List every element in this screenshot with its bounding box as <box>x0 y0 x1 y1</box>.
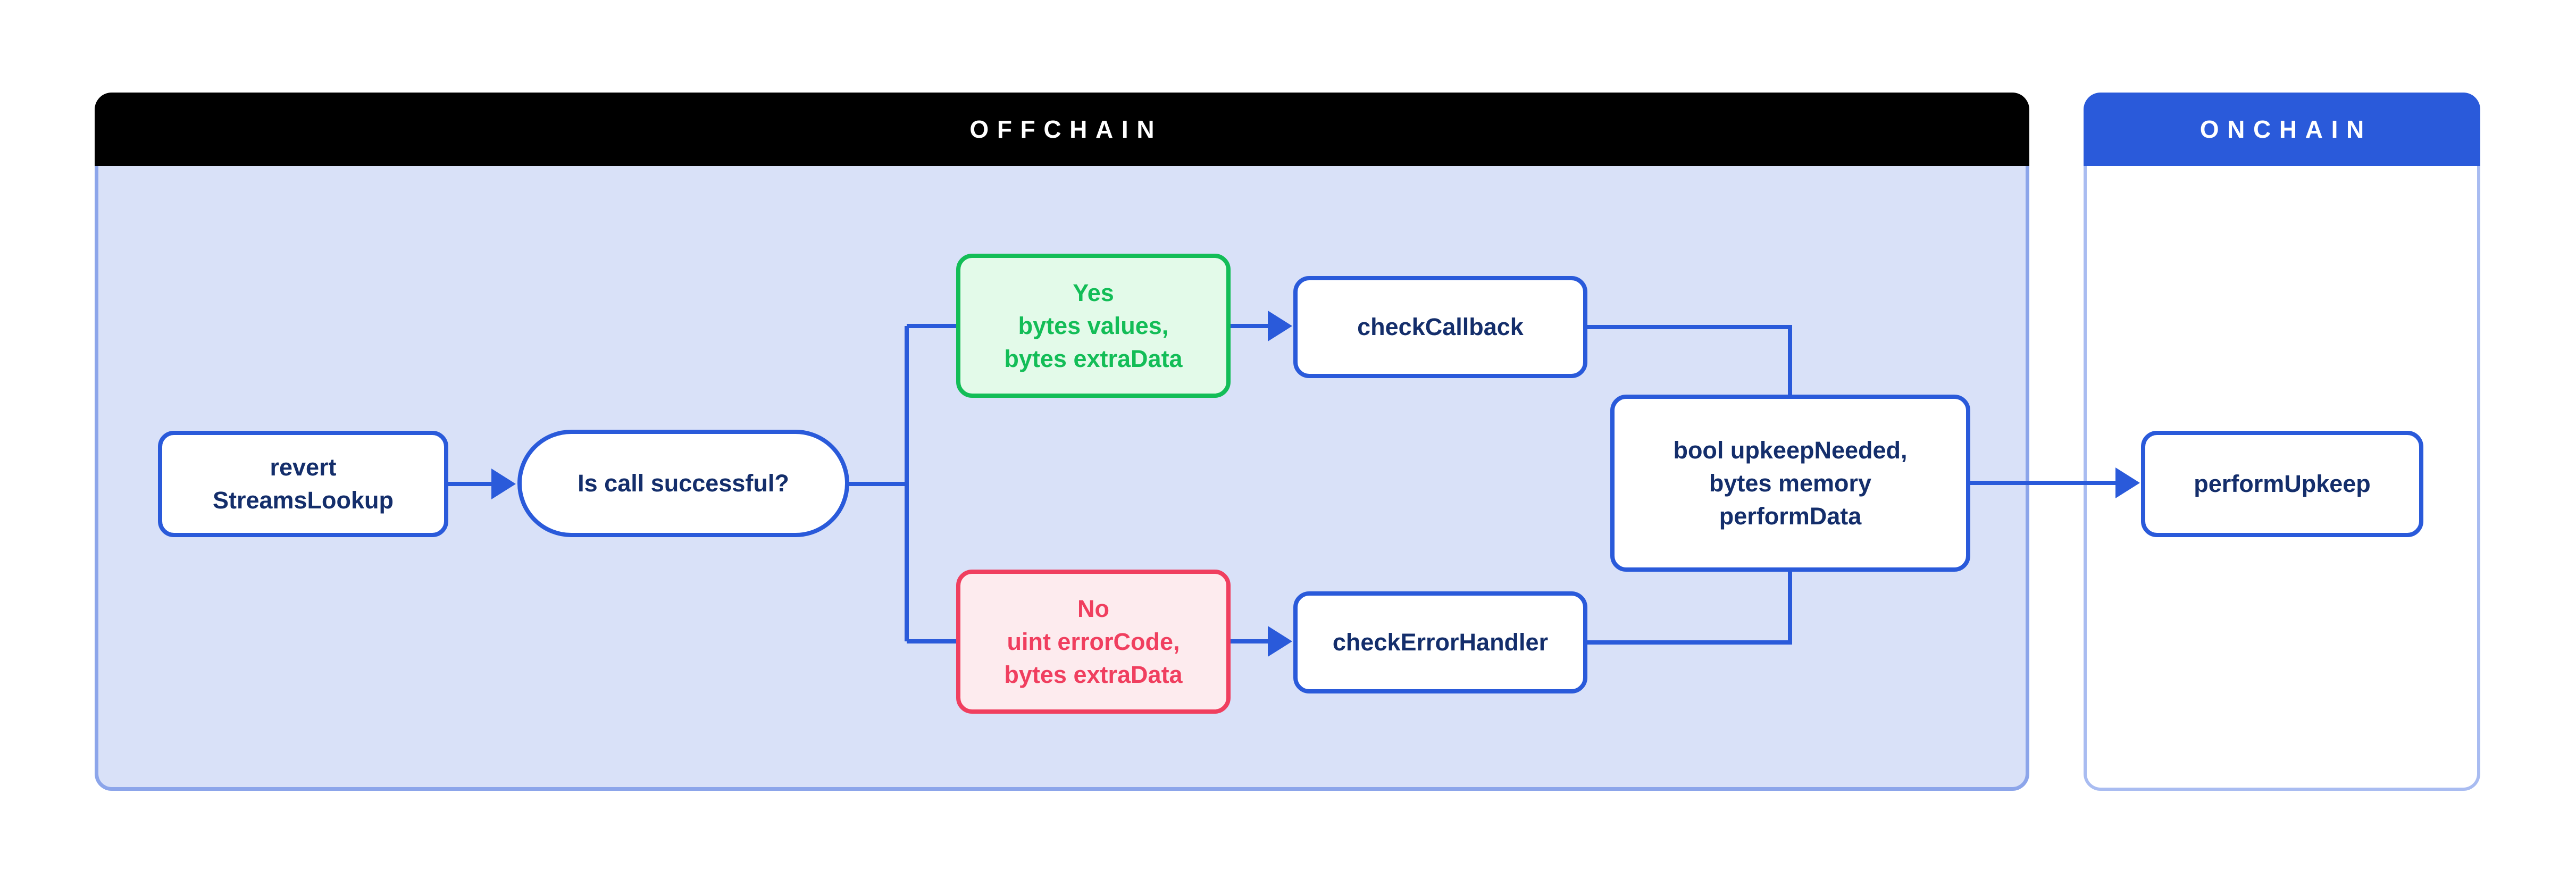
node-upkeep-result-label: bool upkeepNeeded, bytes memory performD… <box>1673 436 1908 530</box>
node-check-callback: checkCallback <box>1293 276 1587 378</box>
node-check-callback-label: checkCallback <box>1357 313 1524 340</box>
offchain-header-label: OFFCHAIN <box>969 115 1163 143</box>
arrowhead-check-error-handler <box>1268 626 1292 657</box>
arrowhead-perform-upkeep <box>2115 467 2140 498</box>
arrowhead-check-callback <box>1268 311 1292 341</box>
node-check-error-handler: checkErrorHandler <box>1293 591 1587 693</box>
arrowhead-question <box>491 469 516 499</box>
onchain-header: ONCHAIN <box>2084 93 2480 166</box>
node-yes-branch-label: Yes bytes values, bytes extraData <box>1004 279 1183 372</box>
node-revert-streams-lookup: revert StreamsLookup <box>158 431 448 537</box>
node-upkeep-result: bool upkeepNeeded, bytes memory performD… <box>1610 395 1970 572</box>
node-yes-branch: Yes bytes values, bytes extraData <box>956 254 1231 398</box>
node-no-branch-label: No uint errorCode, bytes extraData <box>1004 595 1183 688</box>
connectors <box>448 311 2140 657</box>
node-revert-streams-lookup-label: revert StreamsLookup <box>212 454 394 514</box>
node-perform-upkeep: performUpkeep <box>2141 431 2423 537</box>
node-perform-upkeep-label: performUpkeep <box>2194 470 2371 497</box>
connector-check-error-handler-to-result <box>1587 572 1792 645</box>
connector-check-callback-to-result <box>1587 325 1792 395</box>
onchain-header-label: ONCHAIN <box>2199 115 2372 143</box>
node-check-error-handler-label: checkErrorHandler <box>1332 629 1549 656</box>
node-is-call-successful-label: Is call successful? <box>578 470 789 497</box>
node-no-branch: No uint errorCode, bytes extraData <box>956 570 1231 714</box>
node-is-call-successful: Is call successful? <box>517 430 849 537</box>
offchain-header: OFFCHAIN <box>95 93 2029 166</box>
